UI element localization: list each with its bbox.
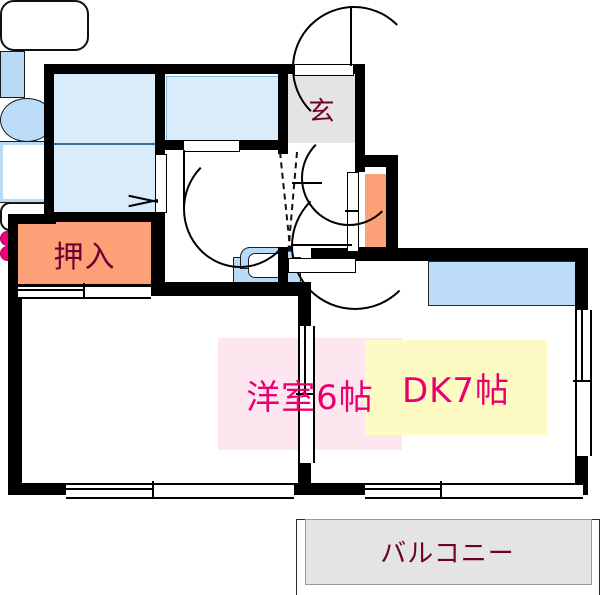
window-dk-south-rail [365,488,442,490]
toilet-door-panel [183,140,240,152]
window-dk-east-rail [581,310,583,382]
bathtub-icon [0,0,89,51]
closet-door-mull [83,283,85,297]
hall-dk-door-sill [292,244,352,246]
wall-hall-right-upper [278,64,288,154]
toilet-door-swing-arc [183,150,297,268]
bedroom-label: 洋室6帖 [246,377,374,418]
wall-bath-left [44,64,54,222]
closet-door-rail [18,289,84,291]
toilet-door-leaf [183,150,185,207]
toilet-tank-icon [0,51,25,98]
dk-floor-fill [365,340,547,435]
balcony-label: バルコニー [380,538,515,569]
sliding-door-rail [304,326,306,394]
wall-bath-right [155,64,165,154]
entrance-label: 玄 [308,96,336,127]
window-bedroom-south-rail [66,488,154,490]
kitchen-counter [428,261,583,306]
toilet-floor-fill [166,76,281,142]
wall-entrance-top-left [286,64,294,74]
wall-closet-left [8,214,18,286]
bath-divider-line [52,143,157,145]
window-dk-south-balcony-door [365,483,583,499]
hall-dk-door-hinge [292,182,322,184]
closet-label: 押入 [53,239,116,275]
wall-hall-bottom [164,282,311,296]
hall-threshold [288,258,356,273]
wall-closet-top [8,214,56,224]
bathroom-door-panel [155,154,167,213]
wall-bath-bottom [44,212,164,222]
wall-dk-right-upper [575,248,588,310]
hall-dk-door-swing-arc-lower [291,182,419,310]
window-dk-east [575,310,592,456]
closet-floor-fill [18,222,151,285]
entrance-door-swing-arc [292,6,416,130]
wall-hall-right-lower [278,247,288,292]
dk-label: DK7帖 [401,371,511,411]
window-bedroom-south [66,483,294,499]
balcony-floor-fill [305,519,592,585]
sliding-door-mull [296,393,313,395]
wall-bedroom-left [8,284,22,495]
wall-closet-right [151,214,164,290]
